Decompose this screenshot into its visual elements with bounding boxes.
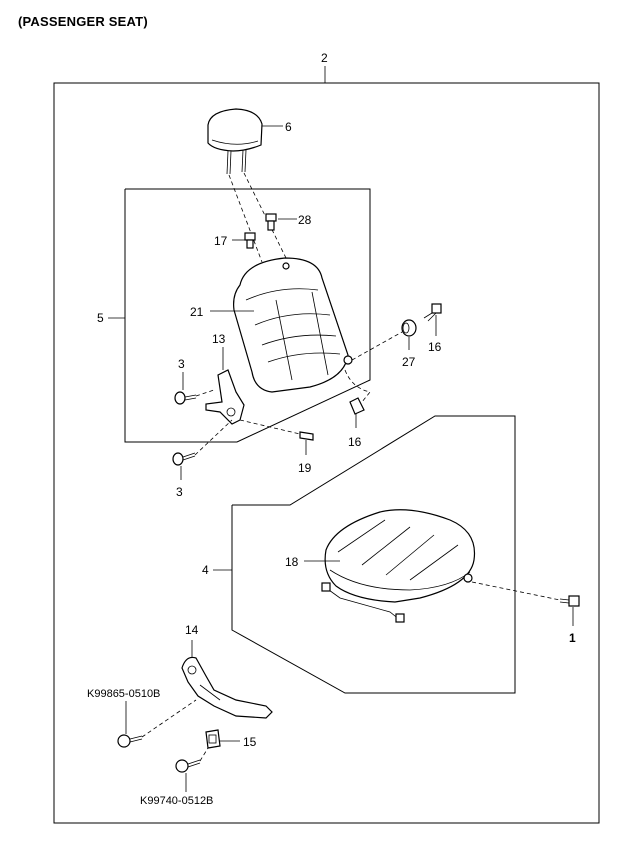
label-clip-upper: 28 <box>298 213 312 227</box>
screw-a-icon <box>117 734 143 748</box>
label-cushion-cover: 18 <box>285 555 299 569</box>
label-bolt-cushion: 1 <box>569 631 576 645</box>
screw-b-icon <box>175 759 201 773</box>
headrest-icon <box>207 108 263 175</box>
label-side-cover: 14 <box>185 623 199 637</box>
pin-icon <box>299 431 314 441</box>
side-cover-icon <box>181 656 273 719</box>
label-pin: 19 <box>298 461 312 475</box>
label-assembly: 2 <box>321 51 328 65</box>
label-back-cover: 21 <box>190 305 204 319</box>
screw-lower-icon <box>172 452 196 466</box>
clip-lower-icon <box>349 397 365 415</box>
seatback-icon <box>233 257 353 393</box>
label-screw-upper: 3 <box>178 357 185 371</box>
label-screw-b: K99740-0512B <box>140 795 213 807</box>
label-clip-lower: 16 <box>348 435 362 449</box>
label-screw-lower: 3 <box>176 485 183 499</box>
label-cap: 27 <box>402 355 416 369</box>
label-screw-a: K99865-0510B <box>87 688 160 700</box>
bolt-cushion-icon <box>559 595 580 607</box>
seatback-frame <box>124 188 371 443</box>
diagram-title: (PASSENGER SEAT) <box>18 14 148 29</box>
label-headrest: 6 <box>285 120 292 134</box>
label-cushion-assembly: 4 <box>202 563 209 577</box>
cap-icon <box>401 319 417 337</box>
label-bracket-left: 13 <box>212 332 226 346</box>
bolt-icon <box>423 303 442 322</box>
bracket-icon <box>205 369 245 425</box>
guide-icon <box>244 232 256 249</box>
screw-upper-icon <box>174 391 197 405</box>
assembly-frame <box>53 82 600 824</box>
cushion-frame <box>231 415 516 694</box>
label-nut-clip: 15 <box>243 735 257 749</box>
label-bolt-right: 16 <box>428 340 442 354</box>
clip-icon <box>265 213 277 231</box>
nut-clip-icon <box>205 729 221 749</box>
label-guide: 17 <box>214 234 228 248</box>
cushion-icon <box>321 509 476 623</box>
label-back-assembly: 5 <box>97 311 104 325</box>
